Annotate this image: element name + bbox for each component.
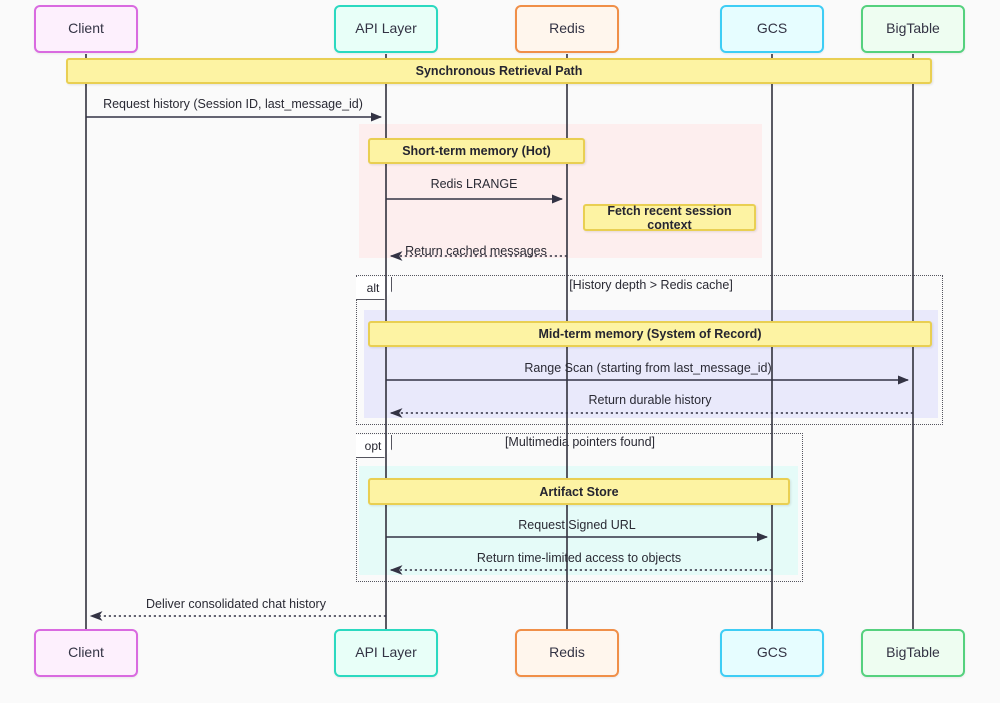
participant-gcs-bottom[interactable]: GCS (720, 629, 824, 677)
participant-client-bottom[interactable]: Client (34, 629, 138, 677)
opt-fragment-condition: [Multimedia pointers found] (504, 435, 656, 449)
fetch-session-note: Fetch recent session context (583, 203, 756, 232)
fetch-session-label: Fetch recent session context (607, 203, 732, 232)
message-label-return-cached-messages: Return cached messages (405, 244, 547, 258)
participant-redis-top-label: Redis (549, 20, 585, 37)
banner-label: Synchronous Retrieval Path (415, 64, 583, 78)
participant-api-layer-bottom-label: API Layer (355, 644, 417, 661)
participant-api-layer-bottom[interactable]: API Layer (334, 629, 438, 677)
mid-term-memory-label: Mid-term memory (System of Record) (538, 327, 762, 341)
opt-fragment-tag: opt (356, 435, 392, 458)
participant-bigtable-bottom-label: BigTable (886, 644, 940, 661)
participant-redis-top[interactable]: Redis (515, 5, 619, 53)
message-label-return-time-limited-access: Return time-limited access to objects (476, 551, 682, 565)
artifact-store-note: Artifact Store (368, 478, 790, 505)
message-label-request-history: Request history (Session ID, last_messag… (103, 97, 363, 111)
participant-bigtable-top[interactable]: BigTable (861, 5, 965, 53)
message-label-request-signed-url: Request Signed URL (518, 518, 636, 532)
mid-term-memory-note: Mid-term memory (System of Record) (368, 321, 932, 347)
opt-fragment (356, 433, 803, 582)
short-term-memory-label: Short-term memory (Hot) (402, 144, 551, 158)
participant-bigtable-bottom[interactable]: BigTable (861, 629, 965, 677)
message-label-redis-lrange: Redis LRANGE (430, 177, 518, 191)
alt-fragment-condition: [History depth > Redis cache] (569, 278, 733, 292)
participant-gcs-top[interactable]: GCS (720, 5, 824, 53)
synchronous-retrieval-path-banner: Synchronous Retrieval Path (66, 58, 932, 84)
participant-api-layer-top[interactable]: API Layer (334, 5, 438, 53)
message-label-deliver-chat-history: Deliver consolidated chat history (146, 597, 326, 611)
participant-redis-bottom-label: Redis (549, 644, 585, 661)
participant-gcs-bottom-label: GCS (756, 644, 788, 661)
participant-api-layer-top-label: API Layer (355, 20, 417, 37)
participant-gcs-top-label: GCS (756, 20, 788, 37)
message-label-return-durable-history: Return durable history (588, 393, 712, 407)
participant-client-top-label: Client (68, 20, 104, 37)
participant-bigtable-top-label: BigTable (886, 20, 940, 37)
message-label-range-scan: Range Scan (starting from last_message_i… (524, 361, 772, 375)
short-term-memory-note: Short-term memory (Hot) (368, 138, 585, 164)
participant-client-bottom-label: Client (68, 644, 104, 661)
alt-fragment-tag: alt (356, 277, 392, 300)
alt-fragment (356, 275, 943, 425)
artifact-store-label: Artifact Store (539, 484, 619, 499)
participant-client-top[interactable]: Client (34, 5, 138, 53)
participant-redis-bottom[interactable]: Redis (515, 629, 619, 677)
